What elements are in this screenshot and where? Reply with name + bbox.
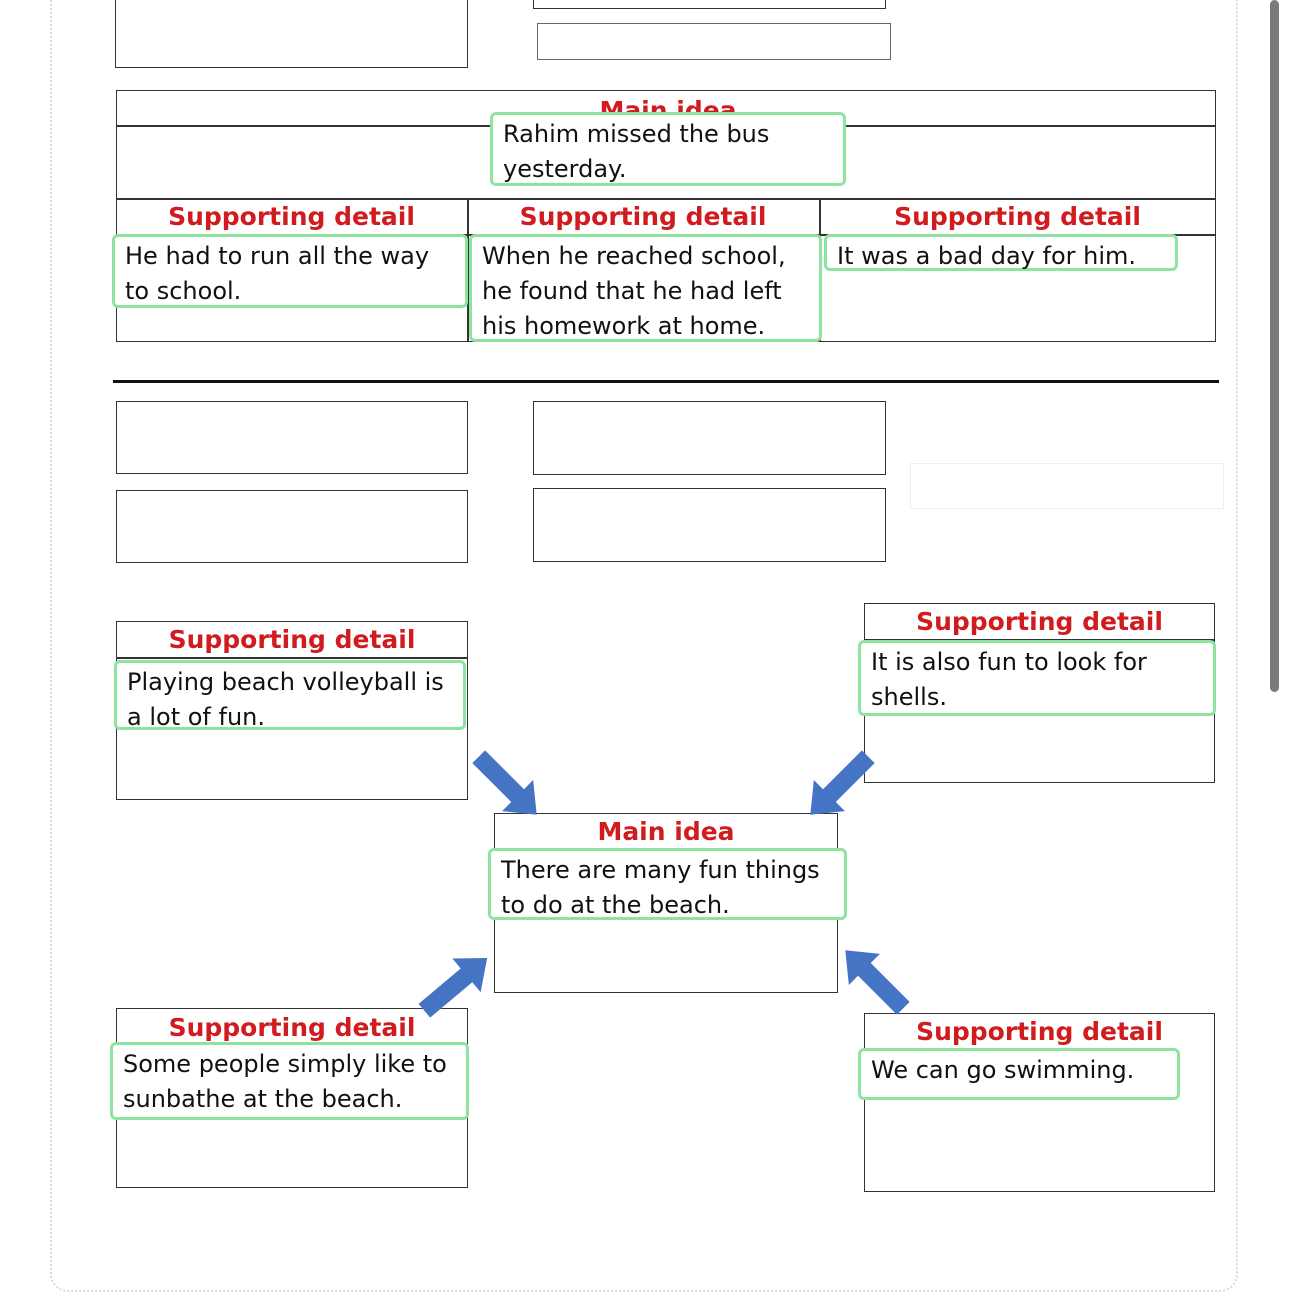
- supporting-detail-answer[interactable]: It is also fun to look for shells.: [858, 640, 1216, 716]
- blank-box: [533, 488, 886, 562]
- arrow-icon: [810, 750, 875, 815]
- supporting-detail-header: Supporting detail: [916, 1017, 1163, 1046]
- supporting-detail-header: Supporting detail: [519, 202, 767, 231]
- supporting-detail-answer[interactable]: We can go swimming.: [858, 1048, 1180, 1100]
- supporting-detail-header: Supporting detail: [916, 607, 1163, 636]
- arrow-icon: [418, 958, 488, 1018]
- section-divider: [113, 380, 1219, 383]
- supporting-detail-header: Supporting detail: [168, 1013, 416, 1042]
- supporting-detail-header: Supporting detail: [168, 625, 416, 654]
- blank-box: [115, 0, 468, 68]
- arrow-icon: [845, 950, 910, 1015]
- blank-box: [537, 23, 891, 60]
- arrow-icon: [472, 750, 537, 815]
- scrollbar[interactable]: [1270, 0, 1279, 692]
- supporting-detail-answer[interactable]: Some people simply like to sunbathe at t…: [110, 1042, 469, 1120]
- supporting-detail-answer[interactable]: When he reached school, he found that he…: [469, 234, 822, 342]
- supporting-detail-box: [864, 1013, 1215, 1192]
- supporting-detail-answer[interactable]: Playing beach volleyball is a lot of fun…: [114, 660, 466, 731]
- main-idea-header: Main idea: [599, 96, 737, 115]
- main-idea-answer[interactable]: Rahim missed the bus yesterday.: [490, 112, 846, 186]
- supporting-detail-header: Supporting detail: [168, 202, 415, 231]
- main-idea-header: Main idea: [597, 817, 735, 846]
- supporting-detail-header: Supporting detail: [894, 202, 1141, 231]
- main-idea-answer[interactable]: There are many fun things to do at the b…: [488, 848, 847, 920]
- supporting-detail-answer[interactable]: It was a bad day for him.: [824, 234, 1178, 271]
- blank-box: [910, 463, 1224, 509]
- blank-box: [116, 490, 468, 563]
- blank-box: [533, 401, 886, 475]
- supporting-detail-answer[interactable]: He had to run all the way to school.: [112, 234, 468, 308]
- blank-box: [533, 0, 886, 9]
- blank-box: [116, 401, 468, 474]
